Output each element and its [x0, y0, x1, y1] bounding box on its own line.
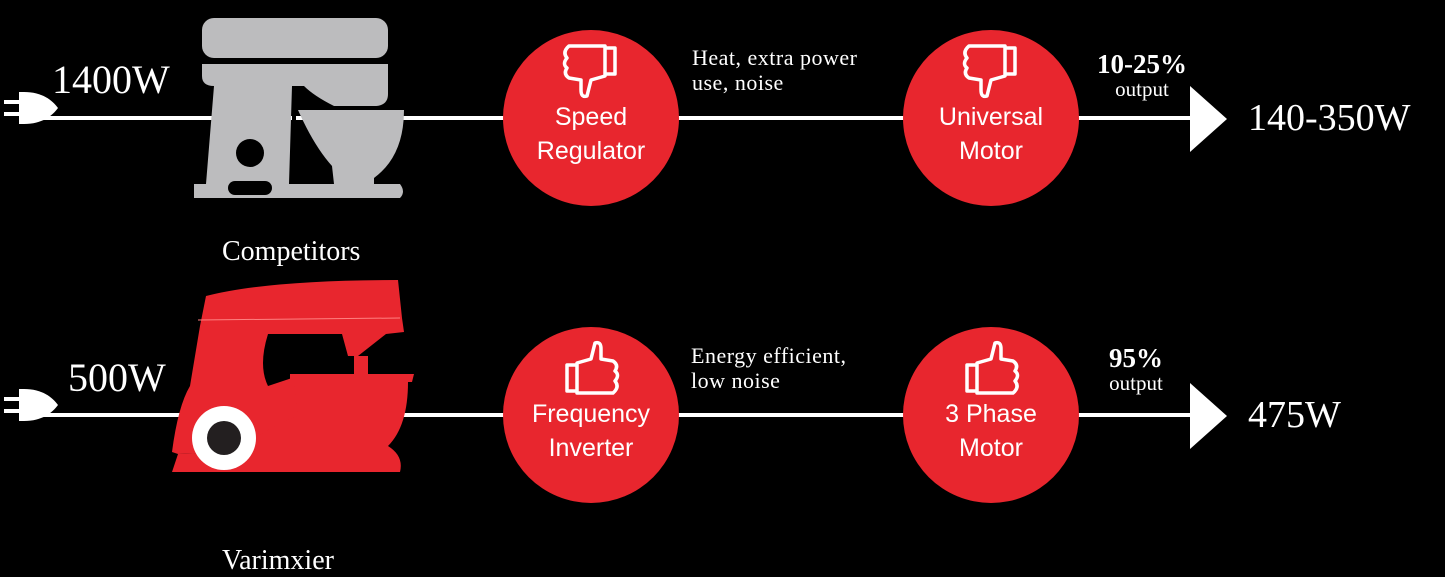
input-power-competitors: 1400W [52, 57, 170, 102]
input-power-varimxier: 500W [68, 355, 166, 400]
mixer-competitors-icon [194, 18, 404, 198]
stage-frequency-inverter: Frequency Inverter [503, 327, 679, 503]
stage-label-line2: Inverter [548, 434, 634, 462]
stage-label-line1: Frequency [531, 400, 651, 428]
thumbs-down-icon [962, 44, 1017, 99]
output-power-competitors: 140-350W [1248, 97, 1411, 139]
stage-label-line2: Motor [959, 434, 1023, 462]
efficiency-competitors: 10-25% output [1084, 50, 1200, 100]
stage-label-line2: Motor [959, 137, 1023, 165]
stage-label-line1: Speed [554, 103, 628, 131]
mixer-label-varimxier: Varimxier [222, 545, 334, 576]
output-power-varimxier: 475W [1248, 394, 1341, 436]
stage-label-line2: Regulator [536, 137, 646, 165]
mixer-label-competitors: Competitors [222, 236, 361, 267]
note-line1: Heat, extra power [692, 45, 858, 70]
efficiency-label: output [1115, 77, 1169, 101]
note-line1: Energy efficient, [691, 343, 847, 368]
efficiency-varimxier: 95% output [1078, 344, 1194, 394]
note-competitors: Heat, extra power use, noise [692, 45, 857, 95]
thumbs-up-icon [965, 340, 1020, 395]
efficiency-value: 10-25% [1097, 49, 1187, 79]
note-line2: low noise [691, 368, 781, 393]
stage-label-line1: Universal [938, 103, 1044, 131]
mixer-varimxier-icon [172, 280, 414, 472]
note-varimxier: Energy efficient, low noise [691, 343, 847, 393]
note-line2: use, noise [692, 70, 784, 95]
efficiency-label: output [1109, 371, 1163, 395]
plug-icon [4, 92, 58, 124]
stage-speed-regulator: Speed Regulator [503, 30, 679, 206]
plug-icon [4, 389, 58, 421]
thumbs-down-icon [562, 44, 617, 99]
stage-label-line1: 3 Phase [945, 400, 1037, 428]
arrow-head-icon [1190, 383, 1227, 449]
thumbs-up-icon [565, 340, 620, 395]
stage-3-phase-motor: 3 Phase Motor [903, 327, 1079, 503]
efficiency-value: 95% [1109, 343, 1163, 373]
arrow-head-icon [1190, 86, 1227, 152]
stage-universal-motor: Universal Motor [903, 30, 1079, 206]
